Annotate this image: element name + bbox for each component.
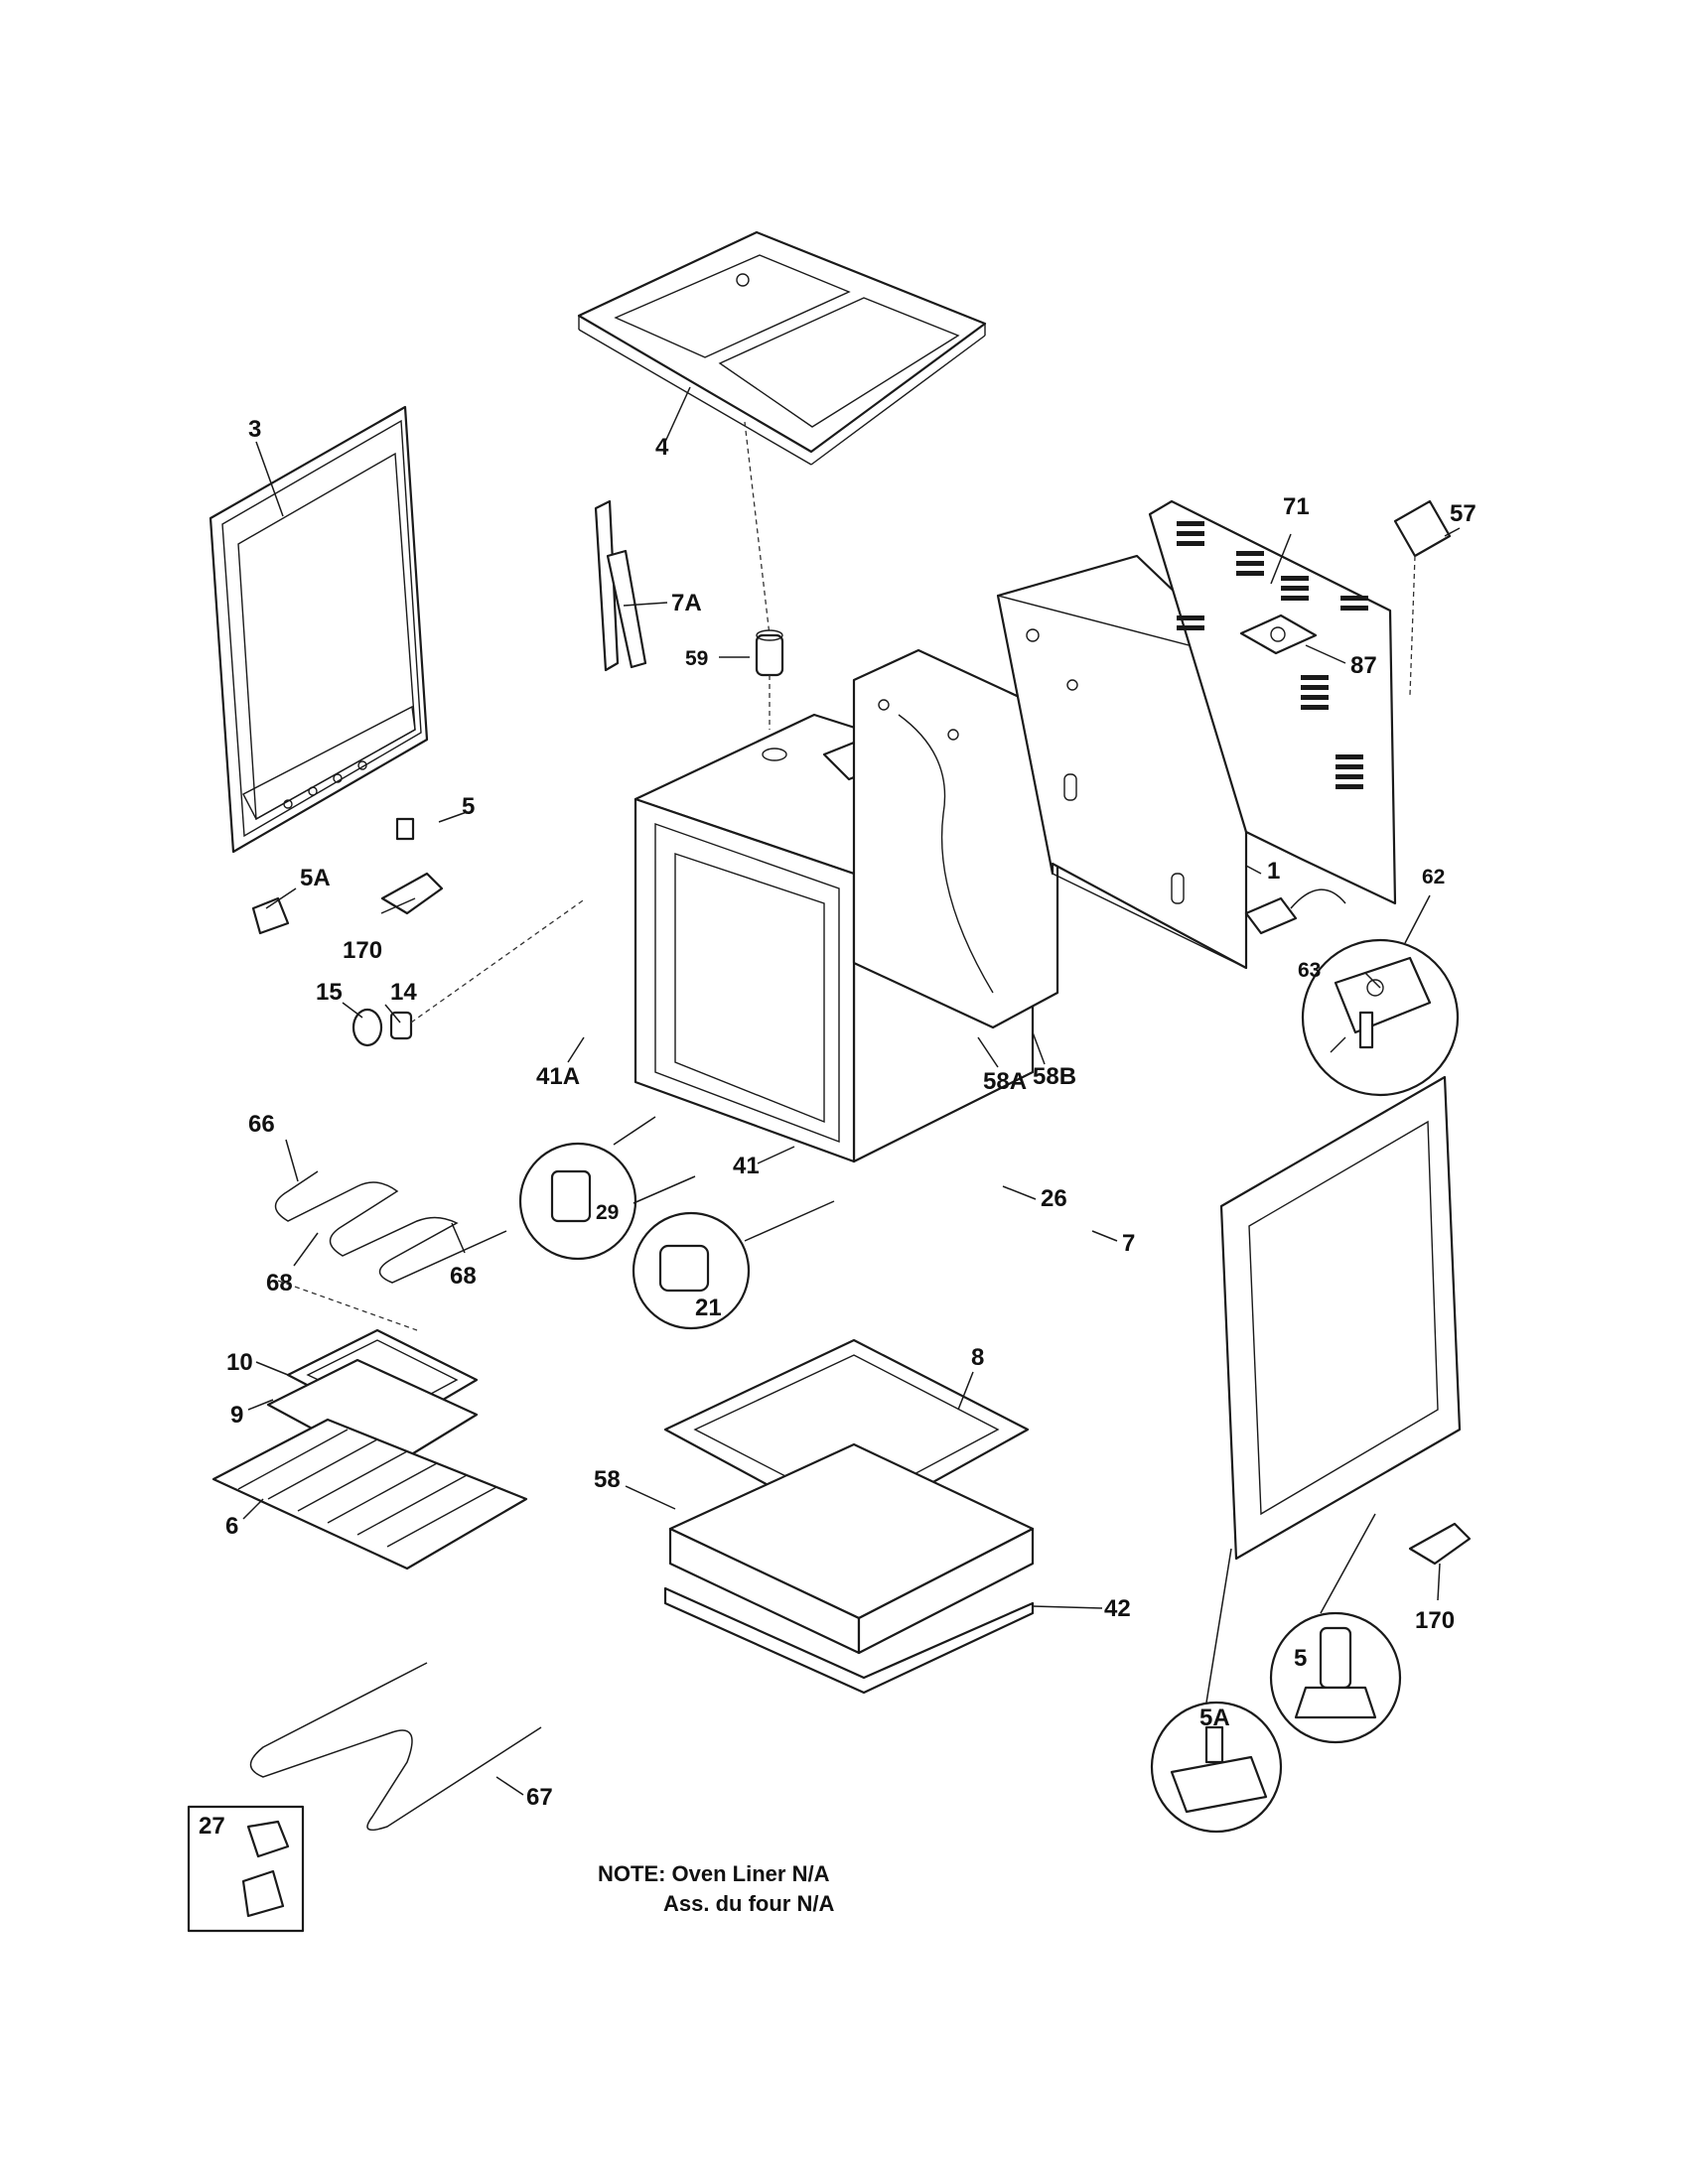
label-62: 62 [1422,866,1445,888]
label-41a: 41A [536,1063,580,1090]
label-71: 71 [1283,493,1310,520]
oven-door-part-3 [209,405,429,854]
label-5-bottom: 5 [1294,1645,1307,1672]
label-8: 8 [971,1344,984,1371]
socket-part-14 [389,1011,413,1040]
note-line-2: Ass. du four N/A [663,1891,834,1916]
label-66: 66 [248,1111,275,1138]
label-1: 1 [1267,858,1280,885]
label-3: 3 [248,416,261,443]
label-57: 57 [1450,500,1477,527]
label-68-left: 68 [266,1270,293,1297]
bake-element-part-67 [249,1662,542,1832]
terminal-block [1244,896,1298,935]
label-21: 21 [695,1295,722,1321]
label-27: 27 [199,1813,225,1840]
label-7: 7 [1122,1230,1135,1257]
leveler-part-5a-top [251,896,290,935]
label-42: 42 [1104,1595,1131,1622]
note-line-1: NOTE: Oven Liner N/A [598,1861,830,1886]
label-6: 6 [225,1513,238,1540]
hinge-part-7a [594,499,647,672]
label-15: 15 [316,979,343,1006]
detail-circle-part-5 [1269,1611,1402,1744]
part-57 [1393,499,1452,558]
top-panel-part-4 [577,230,987,466]
oven-rack-part-6 [211,1418,528,1570]
label-5a-bottom: 5A [1199,1705,1230,1731]
drawer-bottom-part-42 [663,1586,1035,1695]
bracket-part-170-top [380,872,444,915]
label-10: 10 [226,1349,253,1376]
detail-circle-part-5a [1150,1701,1283,1834]
detail-circle-part-62 [1301,938,1460,1097]
detail-circle-part-29 [518,1142,637,1261]
label-9: 9 [230,1402,243,1429]
boxed-inset-part-27 [187,1805,305,1933]
leveler-part-5-top [395,817,415,841]
label-26: 26 [1041,1185,1067,1212]
label-29: 29 [596,1201,619,1224]
insulation-part-58b [852,648,1059,1029]
oven-door-right [1219,1075,1462,1561]
label-170-top: 170 [343,937,382,964]
label-170-bottom: 170 [1415,1607,1455,1634]
label-41: 41 [733,1153,760,1179]
rear-panel-part-71 [1148,499,1397,905]
label-7a: 7A [671,590,702,616]
label-87: 87 [1350,652,1377,679]
label-5-top: 5 [462,793,475,820]
label-58: 58 [594,1466,621,1493]
broil-element-part-66 [274,1170,507,1284]
detail-circle-part-21 [632,1211,751,1330]
label-59: 59 [685,647,708,670]
label-5a-top: 5A [300,865,331,891]
label-58b: 58B [1033,1063,1076,1090]
drawer-insulation-part-58 [668,1442,1035,1655]
bracket-part-170-bottom [1408,1522,1472,1566]
label-67: 67 [526,1784,553,1811]
label-4: 4 [655,434,669,461]
lamp-part-15 [352,1008,383,1047]
label-63: 63 [1298,959,1321,982]
part-59 [755,629,784,677]
dash-line-top-panel [744,421,771,636]
label-68-right: 68 [450,1263,477,1290]
label-58a: 58A [983,1068,1027,1095]
back-panel-part-1 [996,554,1248,970]
label-14: 14 [390,979,417,1006]
